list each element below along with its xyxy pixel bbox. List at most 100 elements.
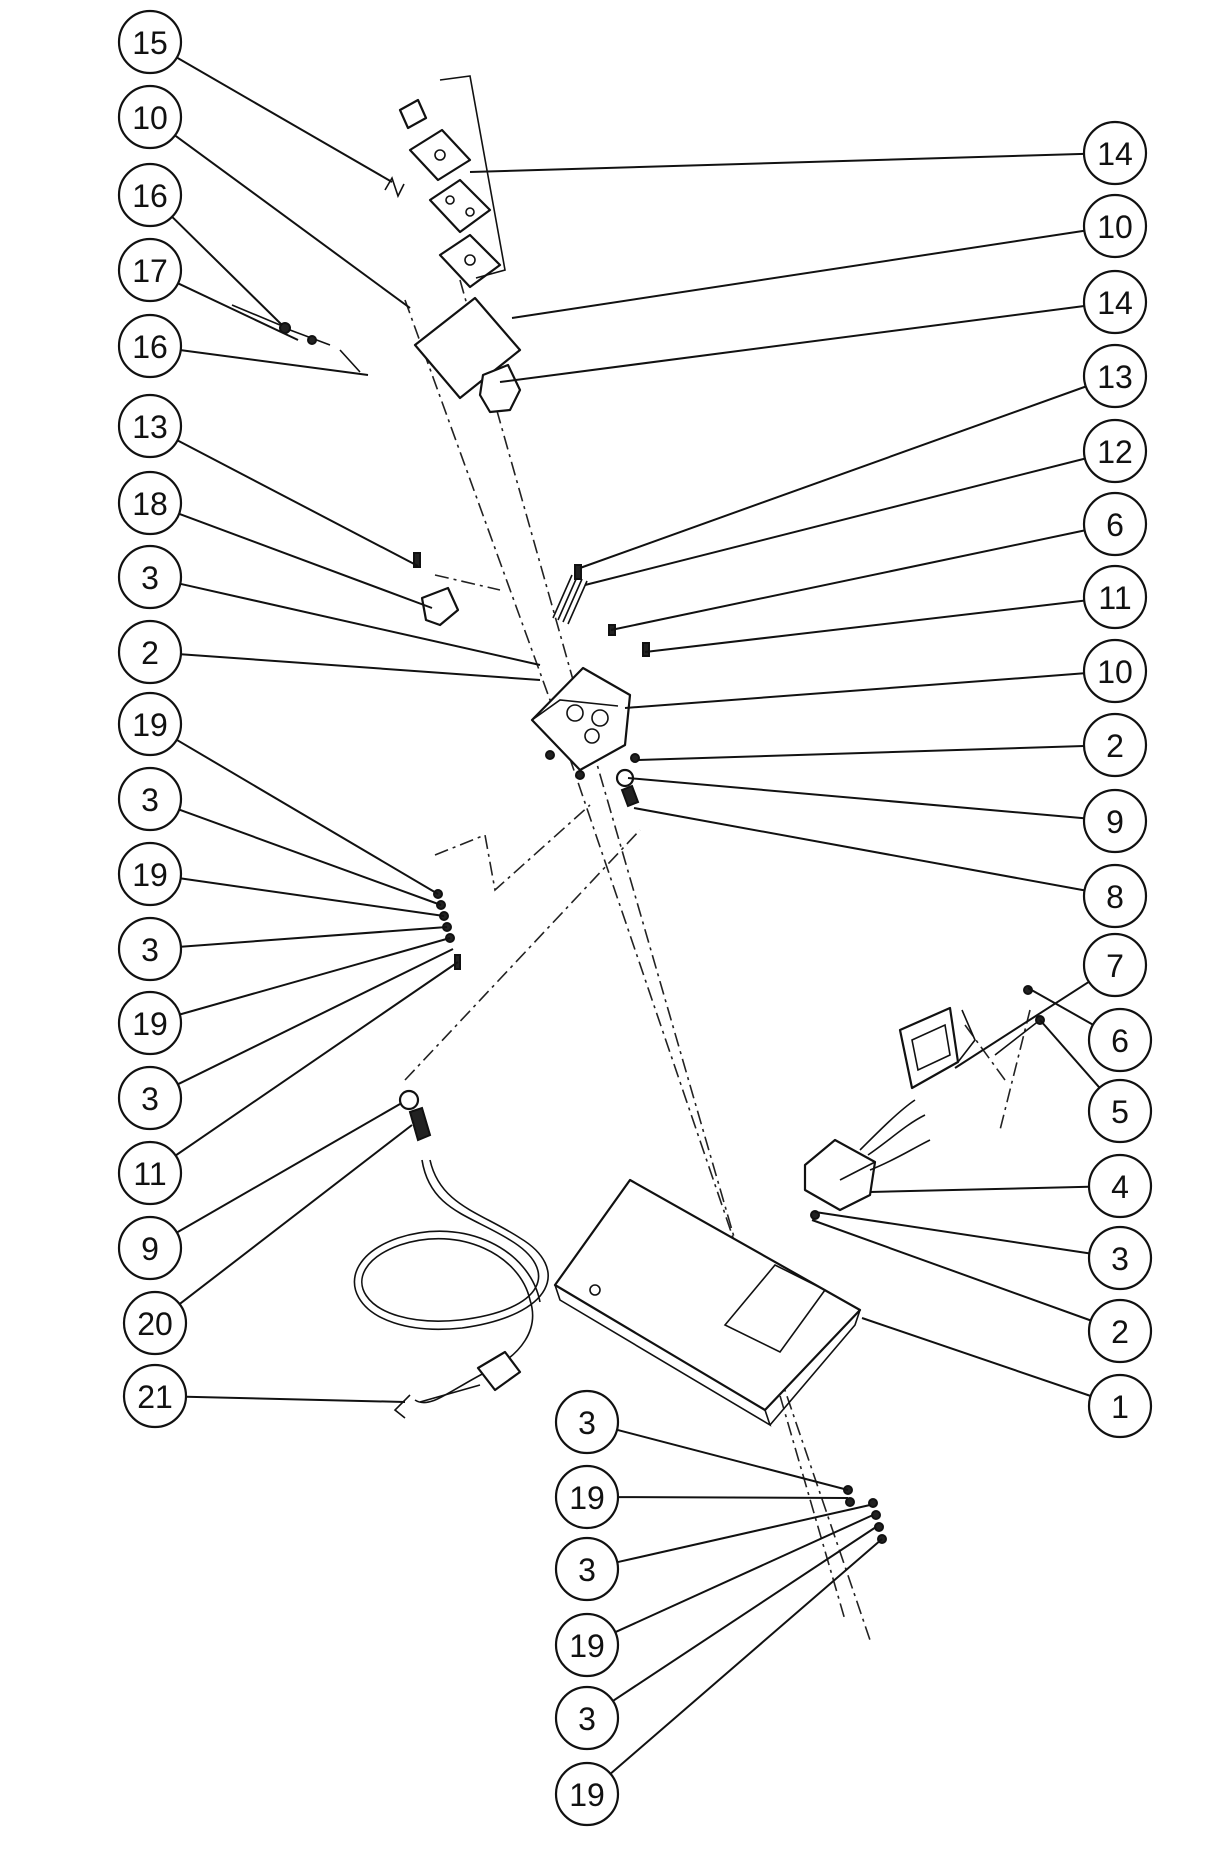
callout-label: 10 <box>1097 209 1133 245</box>
callout-label: 16 <box>132 178 168 214</box>
callout-bubble: 4 <box>1087 1153 1153 1219</box>
callout-bubble: 17 <box>117 237 183 303</box>
callout-circle <box>117 990 183 1056</box>
callout-label: 9 <box>1106 804 1124 840</box>
callout-circle <box>554 1612 620 1678</box>
leader-line <box>617 1496 849 1499</box>
callout-circle <box>1087 1225 1153 1291</box>
callout-label: 14 <box>1097 136 1133 172</box>
callout-circle <box>117 1215 183 1281</box>
callout-label: 3 <box>141 1081 159 1117</box>
leader-line <box>171 216 283 326</box>
callout-label: 2 <box>1111 1314 1129 1350</box>
leader-line <box>609 1538 883 1775</box>
callout-label: 14 <box>1097 285 1133 321</box>
callout-circle <box>117 916 183 982</box>
callout-bubble: 3 <box>554 1536 620 1602</box>
callout-label: 19 <box>569 1777 605 1813</box>
callout-bubble: 15 <box>117 9 183 75</box>
callout-circle <box>1087 1078 1153 1144</box>
callout-bubble: 7 <box>1082 932 1148 998</box>
leader-line <box>180 349 369 376</box>
callout-bubble: 9 <box>117 1215 183 1281</box>
callout-label: 10 <box>132 100 168 136</box>
callout-label: 19 <box>569 1628 605 1664</box>
part-1-base-plate <box>553 1178 862 1427</box>
callout-circle <box>554 1761 620 1827</box>
callout-bubble: 19 <box>554 1612 620 1678</box>
leader-line <box>178 512 433 609</box>
leader-line <box>1027 987 1094 1026</box>
part-13-screw-right <box>574 564 582 580</box>
part-18-relay <box>420 586 460 627</box>
center-line-zigzag-left <box>434 804 591 892</box>
leader-line <box>178 1124 413 1305</box>
callout-bubble: 10 <box>1082 193 1148 259</box>
leader-line <box>185 1395 406 1403</box>
callout-circle <box>554 1536 620 1602</box>
callout-circle <box>117 393 183 459</box>
callout-label: 8 <box>1106 879 1124 915</box>
leader-line <box>177 439 419 567</box>
callout-circle <box>1087 1298 1153 1364</box>
callout-bubble: 5 <box>1087 1078 1153 1144</box>
callout-bubble: 2 <box>1087 1298 1153 1364</box>
leader-line <box>861 1317 1092 1397</box>
center-line-secondary <box>459 279 846 1621</box>
callout-label: 10 <box>1097 654 1133 690</box>
callout-bubbles: 1510161716131832193193193119202114101413… <box>117 9 1153 1827</box>
callout-bubble: 14 <box>1082 269 1148 335</box>
callout-label: 11 <box>133 1156 166 1192</box>
callout-bubble: 16 <box>117 313 183 379</box>
callout-label: 11 <box>1098 580 1131 616</box>
callout-circle <box>1082 788 1148 854</box>
callout-circle <box>117 9 183 75</box>
leader-line <box>644 599 1085 653</box>
part-12-spring <box>552 574 588 625</box>
callout-bubble: 3 <box>117 766 183 832</box>
leader-line <box>610 529 1085 631</box>
callout-circle <box>1087 1373 1153 1439</box>
part-14-terminal-block <box>478 363 522 414</box>
callout-label: 21 <box>137 1379 173 1415</box>
callout-label: 2 <box>1106 728 1124 764</box>
leader-line <box>178 808 442 906</box>
part-15-spring <box>384 176 405 199</box>
callout-label: 5 <box>1111 1094 1129 1130</box>
callout-bubble: 19 <box>117 990 183 1056</box>
part-8-strain-relief <box>620 784 640 808</box>
callout-circle <box>117 691 183 757</box>
callout-circle <box>554 1464 620 1530</box>
callout-bubble: 3 <box>1087 1225 1153 1291</box>
leader-line <box>174 134 411 309</box>
leader-line <box>179 937 451 1016</box>
part-13-screw <box>413 552 421 568</box>
callout-label: 13 <box>1097 359 1133 395</box>
callout-circle <box>1082 193 1148 259</box>
callout-bubble: 20 <box>122 1290 188 1356</box>
callout-label: 16 <box>132 329 168 365</box>
part-4-transformer <box>803 1099 931 1212</box>
callout-circle <box>117 84 183 150</box>
callout-bubble: 2 <box>117 619 183 685</box>
callout-bubble: 19 <box>554 1464 620 1530</box>
callout-label: 13 <box>132 409 168 445</box>
center-line-cord <box>404 829 641 1081</box>
callout-bubble: 21 <box>122 1363 188 1429</box>
callout-circle <box>1082 863 1148 929</box>
part-21-power-cord <box>353 1159 549 1419</box>
callout-label: 18 <box>132 486 168 522</box>
callout-bubble: 16 <box>117 162 183 228</box>
callout-label: 3 <box>578 1701 596 1737</box>
leader-line <box>579 385 1087 569</box>
leader-line <box>176 56 393 183</box>
callout-circle <box>117 544 183 610</box>
leader-line <box>624 672 1085 709</box>
callout-circle <box>1087 1007 1153 1073</box>
callout-label: 9 <box>141 1231 159 1267</box>
callout-label: 3 <box>1111 1241 1129 1277</box>
callout-bubble: 6 <box>1087 1007 1153 1073</box>
callout-label: 3 <box>578 1405 596 1441</box>
callout-bubble: 1 <box>1087 1373 1153 1439</box>
